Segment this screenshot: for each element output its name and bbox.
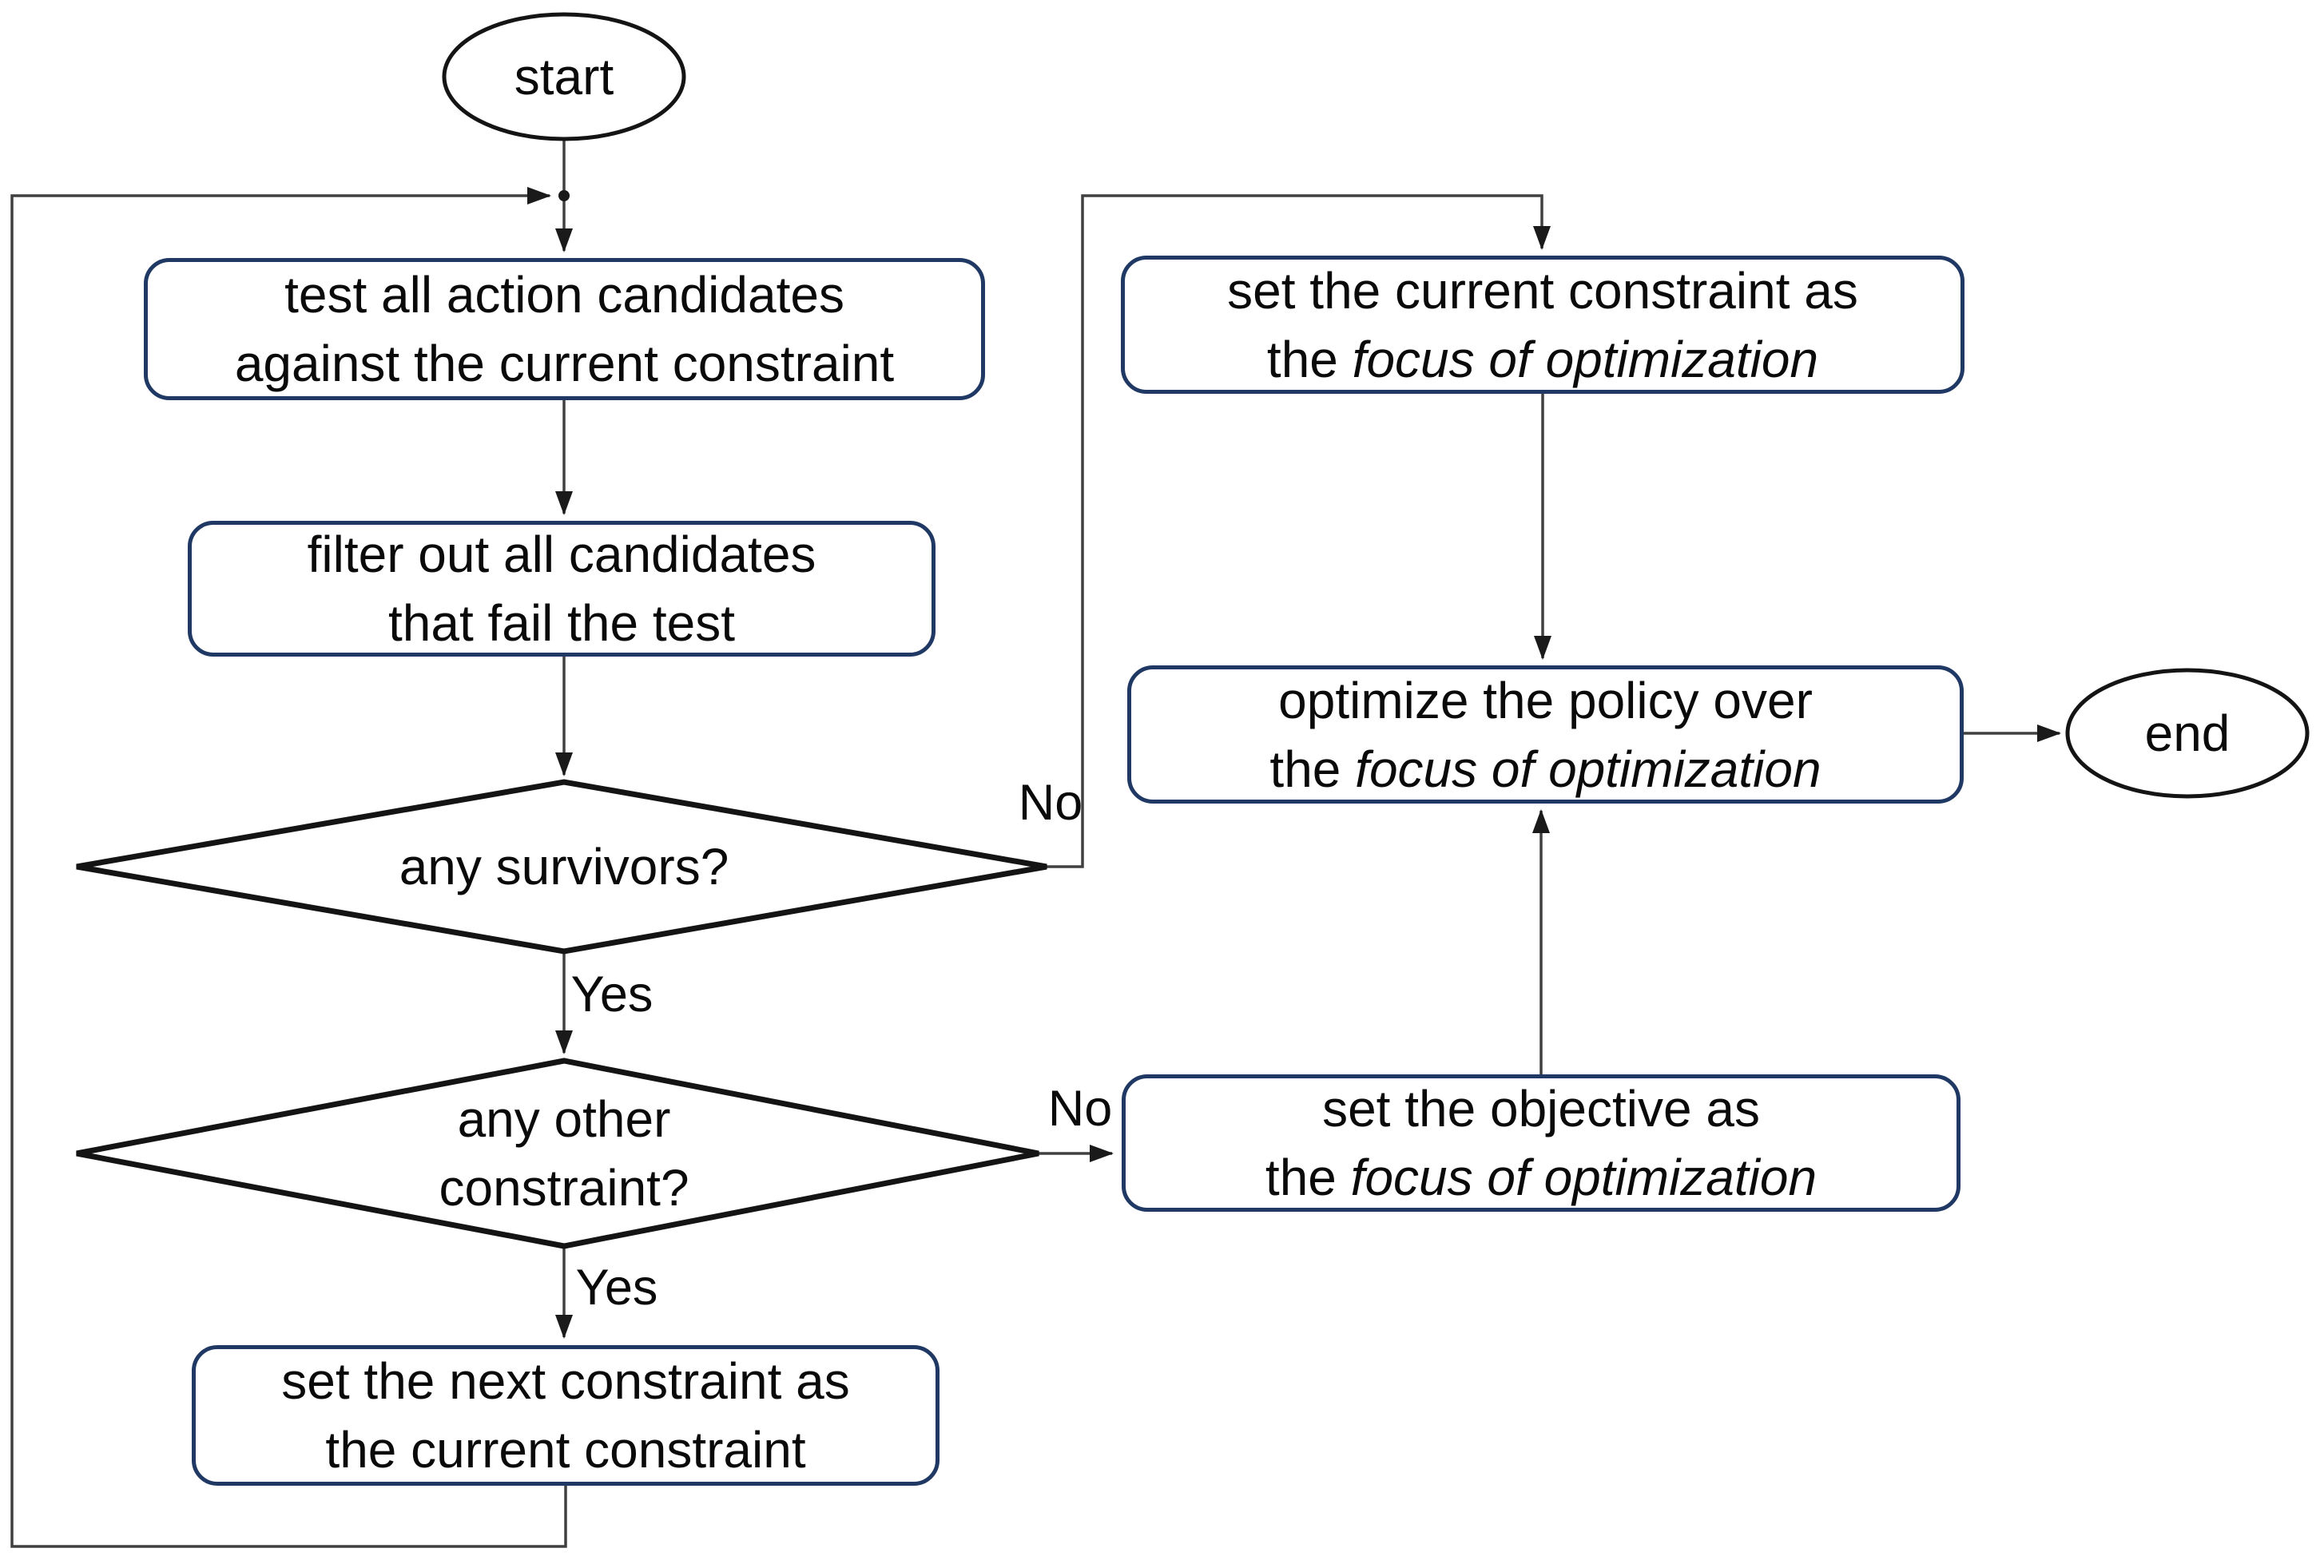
branch-label-survivors-no: No — [1018, 774, 1083, 831]
decision-text: any survivors? — [399, 838, 729, 895]
process-text-line: test all action candidates — [284, 266, 844, 324]
process-set-next-constraint: set the next constraint as the current c… — [192, 1345, 940, 1486]
process-text-line: set the objective as — [1322, 1080, 1760, 1137]
process-text-line: the current constraint — [325, 1421, 806, 1479]
decision-text-line: any other — [457, 1090, 671, 1148]
end-text: end — [2144, 705, 2231, 762]
focus-of-optimization-italic: focus of optimization — [1350, 1149, 1817, 1206]
branch-label-constraint-yes: Yes — [575, 1259, 658, 1316]
process-text-line: optimize the policy over — [1278, 671, 1813, 729]
process-text-line: the focus of optimization — [1267, 325, 1818, 394]
decision-any-survivors-shape — [76, 779, 1047, 955]
decision-any-other-constraint-shape — [76, 1058, 1039, 1249]
focus-of-optimization-italic: focus of optimization — [1352, 330, 1819, 388]
process-text-prefix: the — [1266, 330, 1353, 388]
process-text-line: filter out all candidates — [307, 526, 816, 583]
decision-any-survivors-label: any survivors? — [324, 837, 804, 896]
decision-text-line: constraint? — [439, 1159, 689, 1217]
process-filter-candidates: filter out all candidates that fail the … — [188, 521, 936, 657]
focus-of-optimization-italic: focus of optimization — [1355, 740, 1821, 798]
edge-survivors-no-to-current — [1047, 194, 1551, 868]
start-node-label: start — [444, 17, 684, 137]
process-text-line: against the current constraint — [234, 335, 895, 392]
process-text-line: set the current constraint as — [1227, 261, 1858, 320]
process-set-objective: set the objective as the focus of optimi… — [1122, 1074, 1961, 1212]
branch-label-survivors-yes: Yes — [570, 966, 654, 1022]
start-ellipse — [442, 12, 686, 141]
decision-any-other-constraint-label: any other constraint? — [364, 1085, 764, 1222]
end-ellipse — [2065, 668, 2310, 799]
process-text-prefix: the — [1269, 740, 1356, 798]
junction-dot — [558, 190, 570, 201]
process-text-line: that fail the test — [387, 594, 736, 652]
process-set-current-constraint: set the current constraint as the focus … — [1121, 256, 1964, 394]
process-text-line: the focus of optimization — [1265, 1143, 1817, 1212]
process-text-line: the focus of optimization — [1269, 735, 1821, 804]
branch-label-constraint-no: No — [1047, 1080, 1113, 1137]
end-node-label: end — [2068, 673, 2307, 793]
edge-next-loopback-to-junction — [10, 187, 567, 1548]
process-test-candidates: test all action candidates against the c… — [144, 258, 985, 400]
start-text: start — [514, 48, 614, 105]
process-text-line: set the next constraint as — [281, 1352, 850, 1410]
process-optimize-policy: optimize the policy over the focus of op… — [1127, 665, 1964, 804]
process-text-prefix: the — [1265, 1149, 1351, 1206]
